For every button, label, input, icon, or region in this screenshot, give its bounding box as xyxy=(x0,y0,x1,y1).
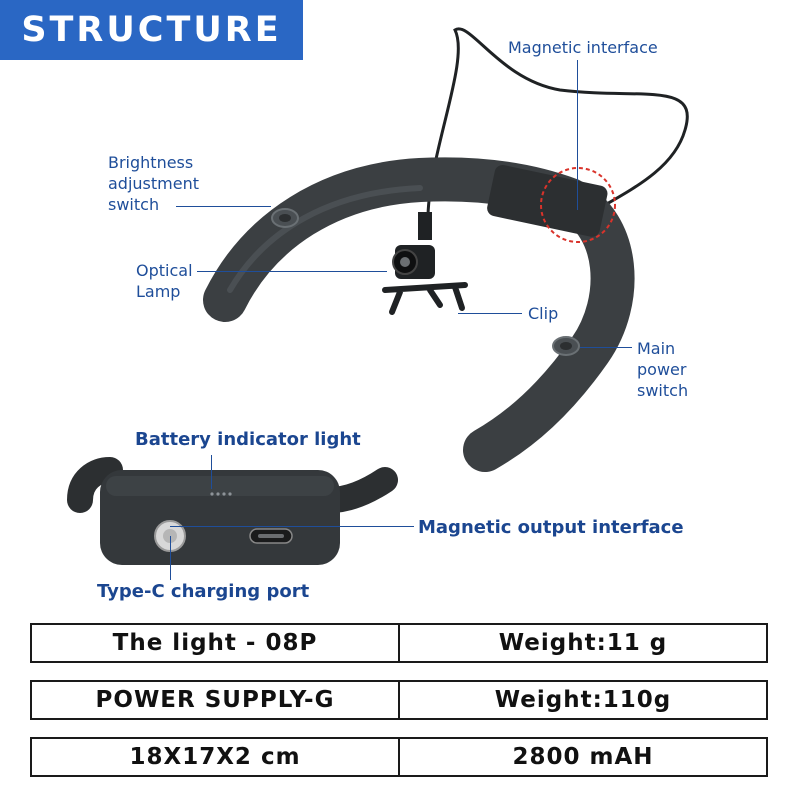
leader-brightness-switch xyxy=(176,206,271,207)
spec-cell-right: Weight:11 g xyxy=(398,625,766,661)
spec-row: The light - 08P Weight:11 g xyxy=(30,623,768,663)
spec-cell-right: Weight:110g xyxy=(398,682,766,718)
label-brightness-switch-3: switch xyxy=(108,195,160,214)
usb-c-port-icon[interactable] xyxy=(249,528,293,544)
optical-lamp xyxy=(392,212,435,279)
label-optical-lamp-1: Optical xyxy=(136,261,193,280)
leader-type-c-port xyxy=(170,536,171,580)
leader-main-power-switch xyxy=(580,347,632,348)
leader-optical-lamp xyxy=(197,271,387,272)
leader-battery-indicator xyxy=(211,455,212,489)
battery-indicator-light xyxy=(210,492,232,496)
label-clip: Clip xyxy=(528,304,559,323)
cable xyxy=(426,27,689,216)
battery-pack-sheen xyxy=(106,476,334,496)
clip xyxy=(382,282,468,315)
label-type-c-port: Type-C charging port xyxy=(97,581,310,602)
leader-magnetic-interface xyxy=(577,60,578,210)
label-main-power-switch-3: switch xyxy=(637,381,689,400)
spec-cell-left: The light - 08P xyxy=(112,630,318,656)
spec-cell-right: 2800 mAH xyxy=(398,739,766,775)
label-main-power-switch-1: Main xyxy=(637,339,676,358)
neckband-highlight xyxy=(227,185,423,293)
brightness-button-icon[interactable] xyxy=(271,208,299,228)
spec-row: 18X17X2 cm 2800 mAH xyxy=(30,737,768,777)
leader-magnetic-output xyxy=(170,526,414,527)
product-illustration xyxy=(67,27,689,565)
spec-row: POWER SUPPLY-G Weight:110g xyxy=(30,680,768,720)
magnetic-interface-highlight xyxy=(540,167,616,243)
label-battery-indicator: Battery indicator light xyxy=(135,429,361,450)
spec-cell-left: 18X17X2 cm xyxy=(129,744,301,770)
leader-clip xyxy=(458,313,522,314)
label-magnetic-output: Magnetic output interface xyxy=(418,517,684,538)
page-title: STRUCTURE xyxy=(0,0,303,60)
label-main-power-switch-2: power xyxy=(637,360,687,379)
power-button-icon[interactable] xyxy=(552,336,580,356)
label-magnetic-interface: Magnetic interface xyxy=(508,38,658,57)
label-brightness-switch-1: Brightness xyxy=(108,153,194,172)
label-optical-lamp-2: Lamp xyxy=(136,282,181,301)
spec-cell-left: POWER SUPPLY-G xyxy=(95,687,335,713)
label-brightness-switch-2: adjustment xyxy=(108,174,199,193)
pack-cable-left xyxy=(67,457,123,513)
